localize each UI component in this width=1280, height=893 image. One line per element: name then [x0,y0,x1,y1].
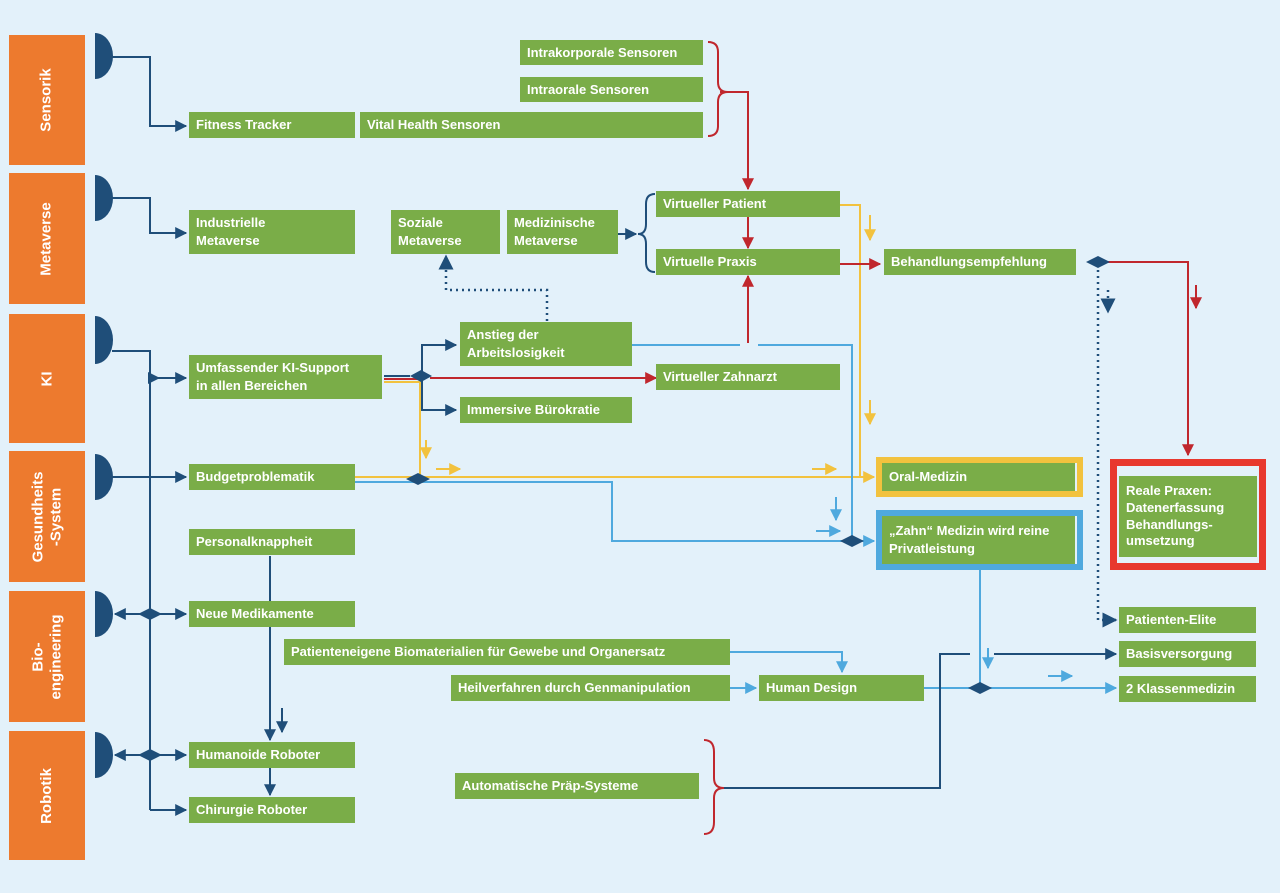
node-virtueller-patient: Virtueller Patient [656,191,840,217]
node-basisversorgung: Basisversorgung [1119,641,1256,667]
category-label: Metaverse [37,201,55,276]
connector-bio [95,591,113,637]
category-gesundheit: Gesundheits -System [9,451,85,582]
node-virtueller-zahnarzt: Virtueller Zahnarzt [656,364,840,390]
brace-praep [703,739,725,835]
node-fitness-tracker: Fitness Tracker [189,112,355,138]
node-praep-systeme: Automatische Präp-Systeme [455,773,699,799]
frame-reale-praxen [1110,459,1266,570]
brace-sensoren [707,41,729,137]
diamond-behandlung [1086,256,1110,268]
dotted-flows [438,254,1118,628]
category-label: KI [38,371,55,386]
diamond-human [968,682,992,694]
blue-flows [355,344,1118,694]
connector-robotik [95,732,113,778]
node-patienten-elite: Patienten-Elite [1119,607,1256,633]
category-connectors [95,33,113,778]
category-bio: Bio- engineering [9,591,85,722]
diamond-robotik [138,749,162,761]
node-2-klassenmedizin: 2 Klassenmedizin [1119,676,1256,702]
category-ki: KI [9,314,85,443]
node-oral-medizin: Oral-Medizin [882,463,1075,491]
category-label: Gesundheits -System [29,471,65,562]
category-sensorik: Sensorik [9,35,85,165]
node-budgetproblematik: Budgetproblematik [189,464,355,490]
diamond-ki-split [410,370,432,382]
node-zahn-medizin: „Zahn“ Medizin wird reine Privatleistung [882,516,1075,564]
arrowhead-ki-trunk [148,372,160,384]
red-flows [384,91,1202,457]
connector-sensorik [95,33,113,79]
node-intrakorporale-sensoren: Intrakorporale Sensoren [520,40,703,65]
node-immersive-buerokratie: Immersive Bürokratie [460,397,632,423]
connector-metaverse [95,175,113,221]
category-label: Robotik [37,767,55,824]
node-virtuelle-praxis: Virtuelle Praxis [656,249,840,275]
node-vital-health-sensoren: Vital Health Sensoren [360,112,703,138]
node-humanoide-roboter: Humanoide Roboter [189,742,355,768]
node-soziale-metaverse: Soziale Metaverse [391,210,500,254]
diamond-zahn [840,535,864,547]
diamonds [138,256,1110,761]
diamond-budget [406,473,430,485]
frame-zahn-medizin [876,510,1083,570]
category-label: Bio- engineering [29,613,65,700]
node-industrielle-metaverse: Industrielle Metaverse [189,210,355,254]
node-reale-praxen: Reale Praxen: Datenerfassung Behandlungs… [1119,476,1257,557]
braces [703,41,729,835]
node-medizinische-metaverse: Medizinische Metaverse [507,210,618,254]
frame-oral-medizin [876,457,1083,497]
node-genmanipulation: Heilverfahren durch Genmanipulation [451,675,730,701]
yellow-flows [355,204,876,483]
node-human-design: Human Design [759,675,924,701]
category-label: Sensorik [38,68,55,132]
node-personalknappheit: Personalknappheit [189,529,355,555]
node-ki-support: Umfassender KI-Support in allen Bereiche… [189,355,382,399]
node-chirurgie-roboter: Chirurgie Roboter [189,797,355,823]
node-neue-medikamente: Neue Medikamente [189,601,355,627]
diamond-bio [138,608,162,620]
navy-flows [112,56,1118,816]
node-behandlungsempfehlung: Behandlungsempfehlung [884,249,1076,275]
connector-gesundheit [95,454,113,500]
node-biomaterialien: Patienteneigene Biomaterialien für Geweb… [284,639,730,665]
node-arbeitslosigkeit: Anstieg der Arbeitslosigkeit [460,322,632,366]
connector-ki [95,316,113,364]
category-metaverse: Metaverse [9,173,85,304]
node-intraorale-sensoren: Intraorale Sensoren [520,77,703,102]
category-robotik: Robotik [9,731,85,860]
